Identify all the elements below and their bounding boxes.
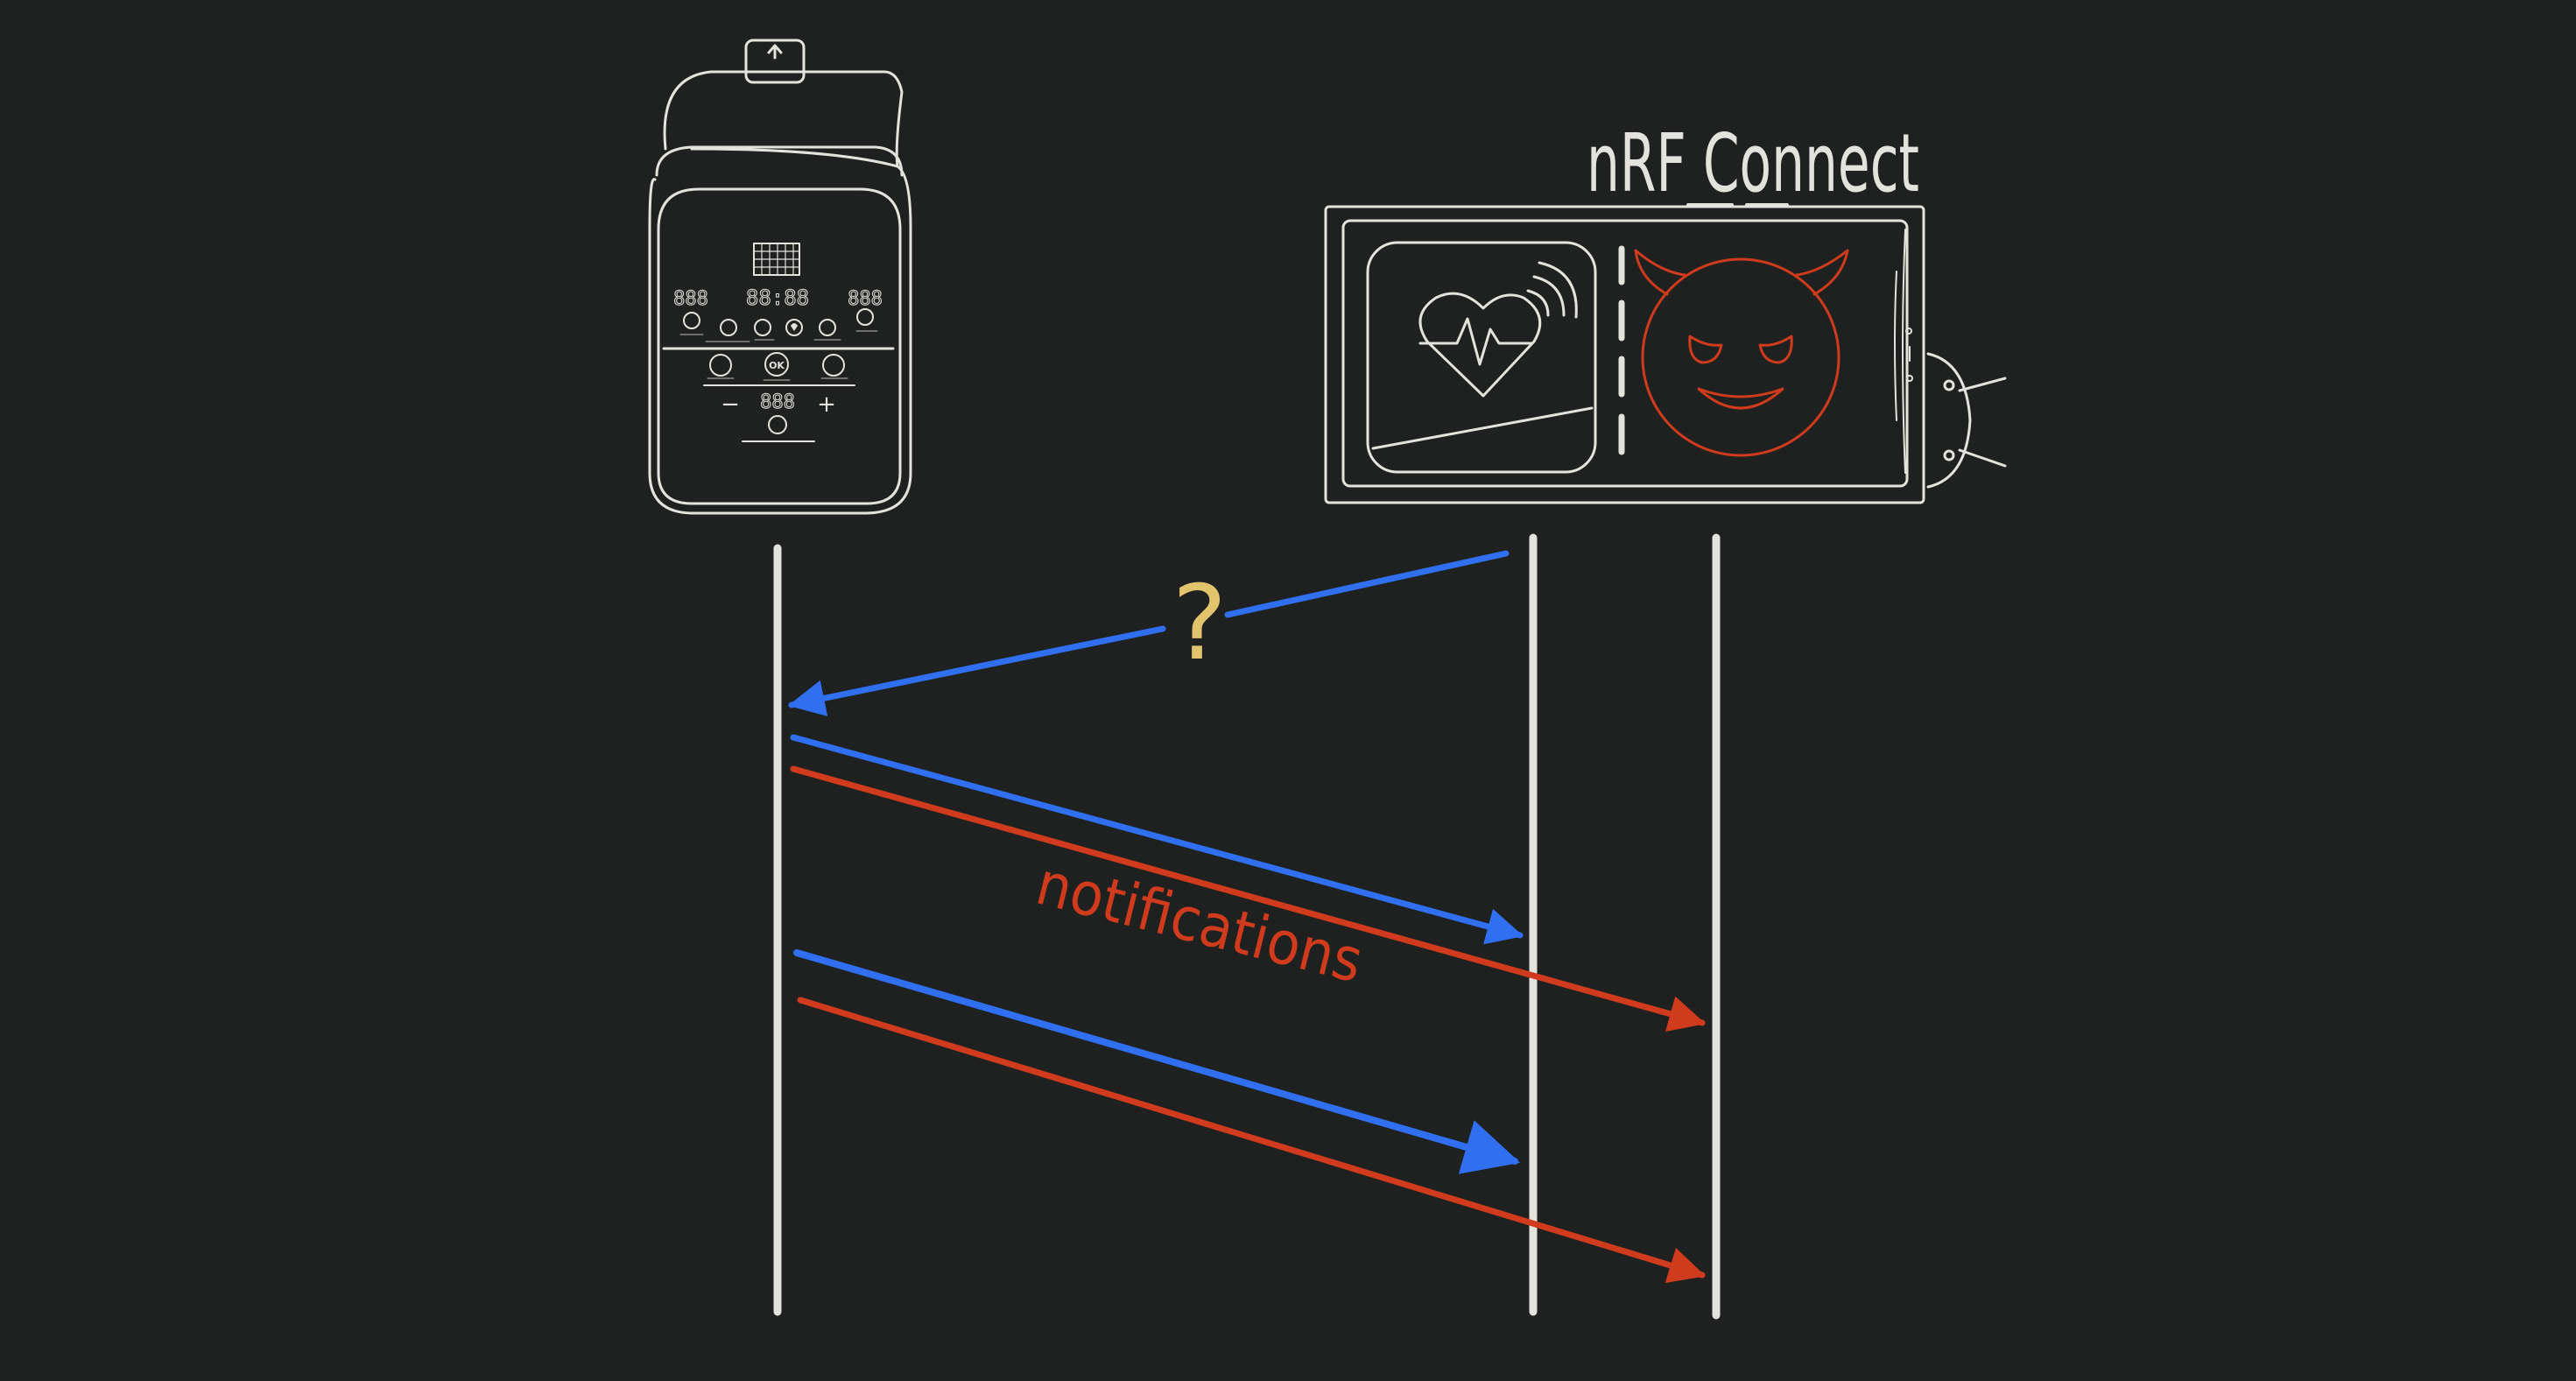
cooker-ok-button: OK: [769, 360, 785, 371]
notification-to-app-arrow-2: [793, 949, 1521, 1174]
cooker-left-display: 888: [673, 288, 708, 310]
unknown-request-arrow-segment: [1224, 550, 1510, 618]
app-name-label: nRF Connect: [1587, 116, 1919, 210]
question-mark-label: ?: [1172, 562, 1228, 683]
lifelines: [773, 533, 1721, 1320]
cooker-plus-button: +: [817, 391, 836, 418]
cooker-bottom-display: 888: [760, 391, 795, 413]
heart-rate-app-icon: [1366, 241, 1597, 474]
cooker-minus-button: −: [721, 391, 740, 418]
notification-to-nrf-arrow-1: [790, 765, 1707, 1032]
notification-to-nrf-arrow-2: [797, 997, 1707, 1284]
notification-to-app-arrow-1: [790, 734, 1524, 945]
android-robot-icon: [1926, 352, 2007, 489]
cooker-main-display: 88:88: [746, 285, 809, 310]
smartphone-icon: [1324, 203, 1925, 504]
cooker-right-display: 888: [848, 288, 883, 310]
smiling-devil-emoji-icon: [1634, 249, 1849, 457]
notifications-label: notifications: [1030, 849, 1369, 997]
pressure-cooker-icon: [648, 39, 912, 515]
unknown-request-arrow: [787, 625, 1166, 716]
